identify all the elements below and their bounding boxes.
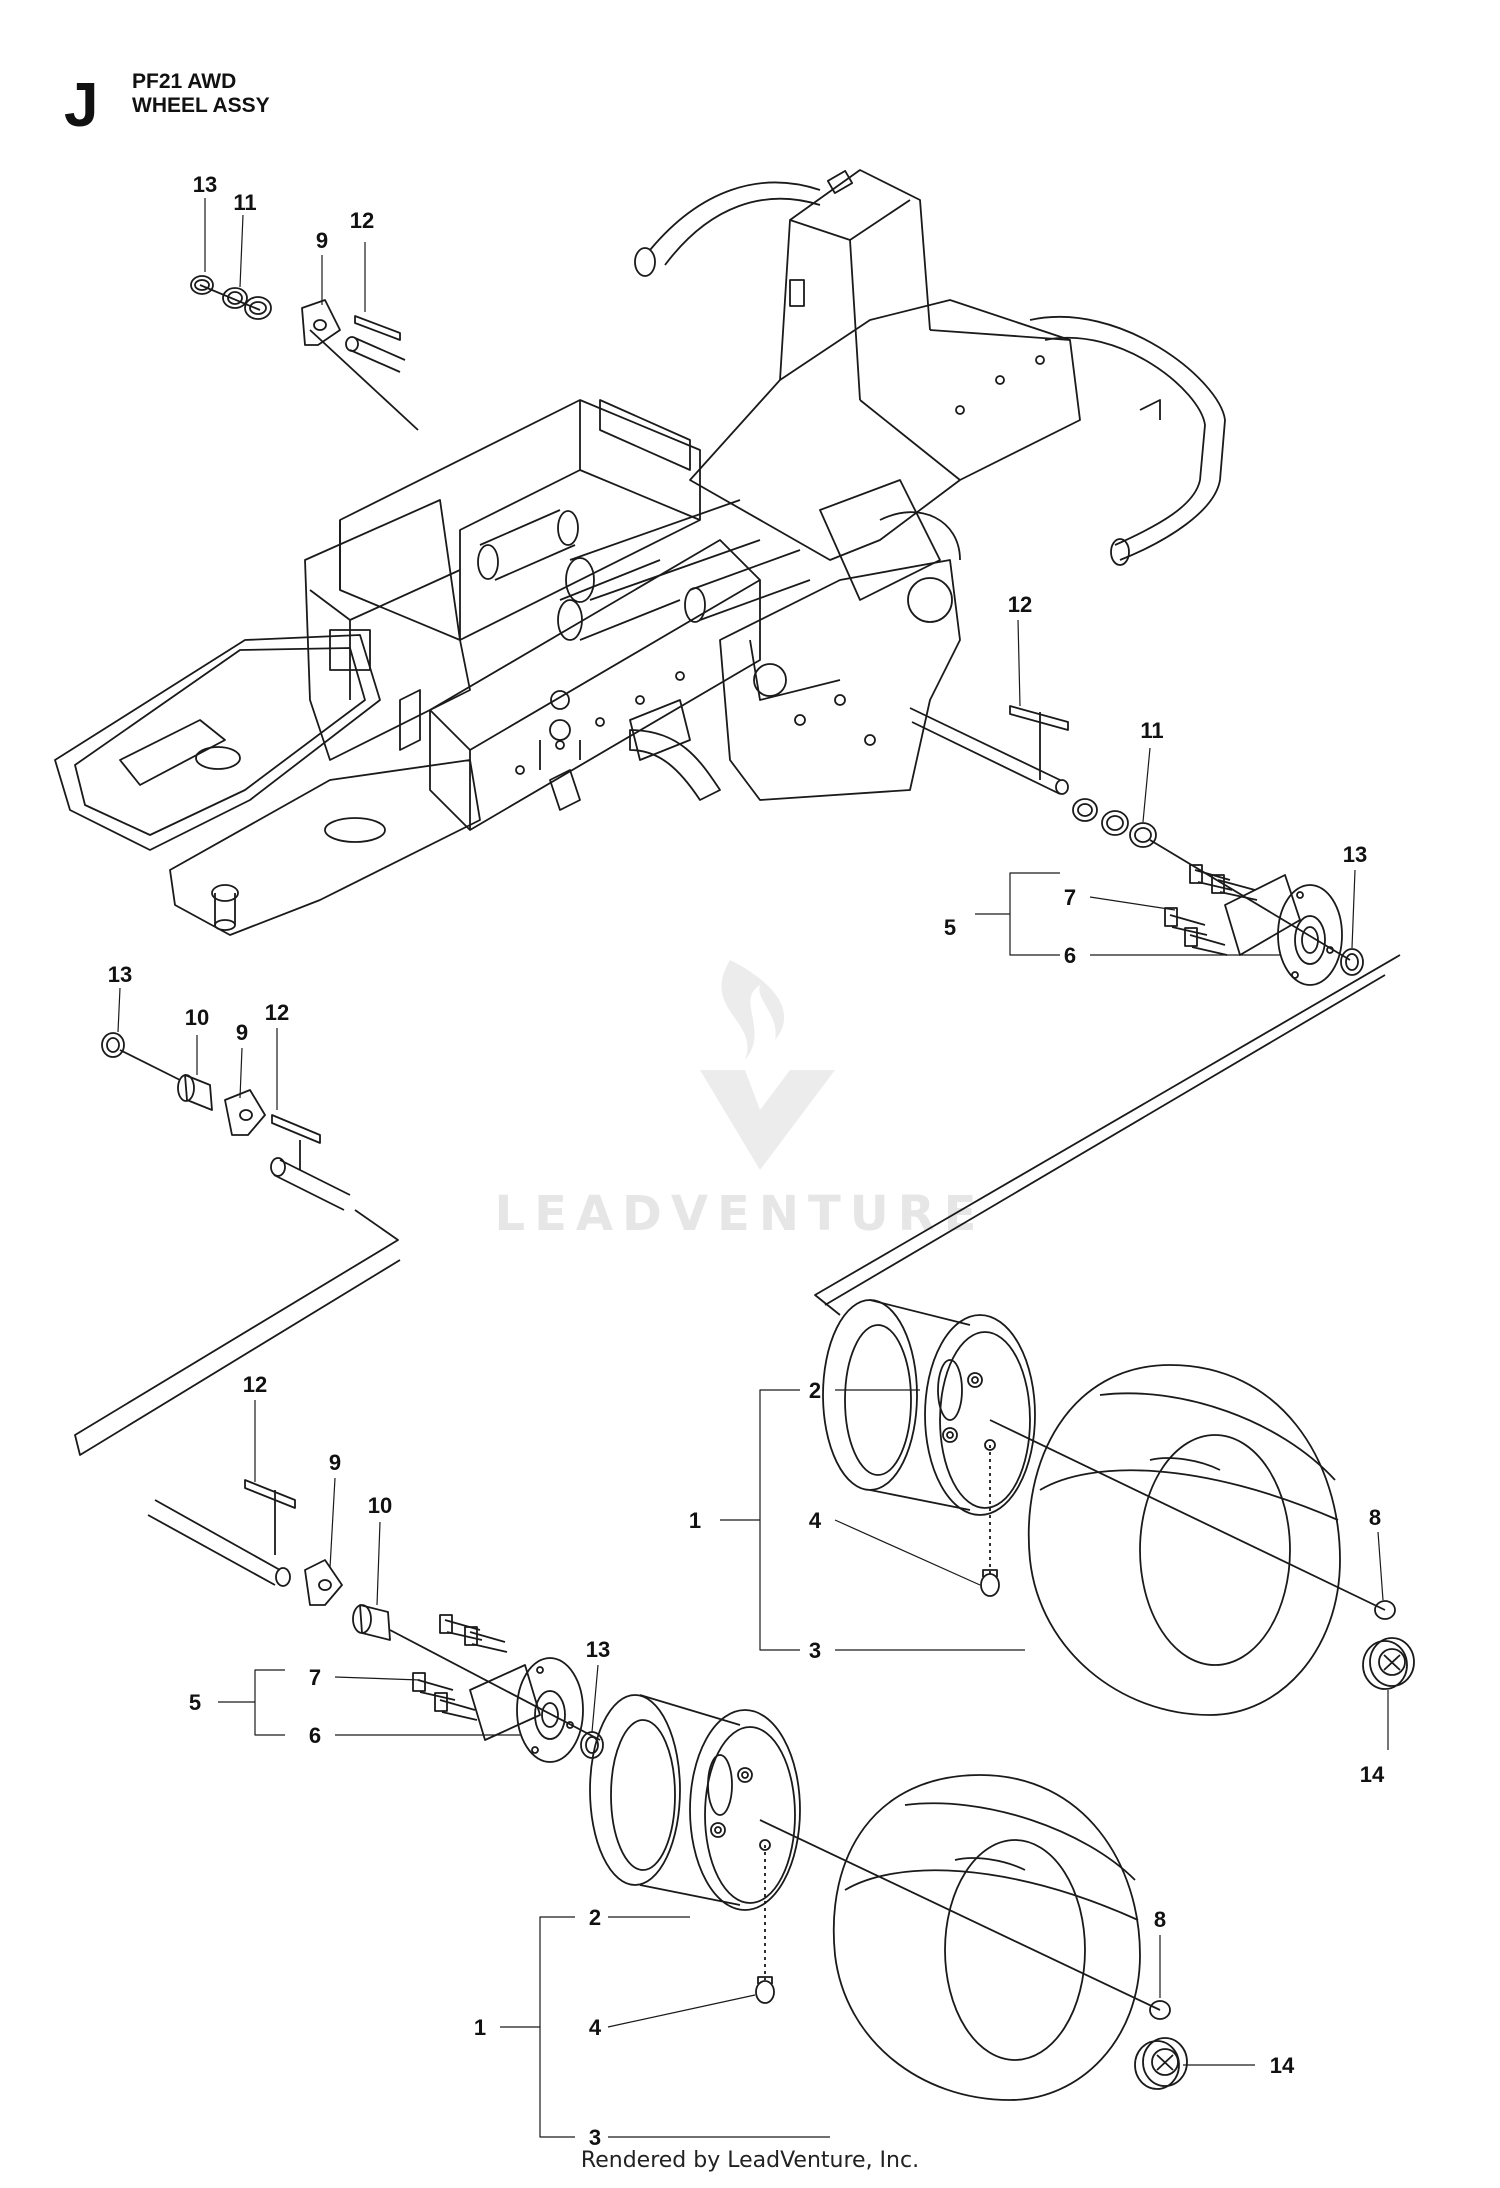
watermark-text: LEADVENTURE [495,1186,986,1242]
diagram-title: WHEEL ASSY [132,94,270,117]
right-axle-hardware [814,705,1401,1316]
lower-tire-3 [832,1774,1141,2101]
model-name: PF21 AWD [132,70,237,93]
mower-frame [54,169,1226,936]
callout-1: 1 [689,1508,701,1533]
lower-wheel-hub-6 [469,1657,584,1763]
retaining-ring-13 [190,275,214,295]
lower-valve-stem-4 [755,1976,775,2004]
callout-13: 13 [193,172,217,197]
axle-shaft [349,337,406,373]
callout-6: 6 [309,1723,321,1748]
callout-4: 4 [809,1508,822,1533]
right-axle-shaft [909,707,1061,795]
bracket-9 [301,299,341,346]
washer-11 [222,287,248,309]
callout-8: 8 [1369,1505,1381,1530]
upper-hub-cap-14 [1362,1637,1415,1690]
upper-lug-nut-8 [1374,1600,1396,1620]
left-axle-hardware [74,1032,401,1456]
lower-bracket-9 [304,1559,343,1606]
key-12 [354,315,401,341]
lower-axle-shaft [147,1499,281,1586]
callout-12: 12 [350,208,374,233]
drawing-lines [54,169,1415,2138]
callout-12: 12 [1008,592,1032,617]
callout-9: 9 [329,1450,341,1475]
callout-7: 7 [309,1665,321,1690]
lower-spacer-10 [359,1604,391,1641]
callout-labels: 13 11 9 12 12 11 13 7 5 6 13 10 9 12 2 1… [108,172,1385,2150]
callout-12: 12 [243,1372,267,1397]
callout-6: 6 [1064,943,1076,968]
callout-8: 8 [1154,1907,1166,1932]
callout-7: 7 [1064,885,1076,910]
callout-13: 13 [108,962,132,987]
right-hub-bolts-7 [1164,864,1258,956]
upper-left-axle-hardware [190,275,419,431]
callout-5: 5 [189,1690,201,1715]
callout-3: 3 [589,2125,601,2150]
left-axle-shaft [273,1159,351,1211]
lower-rim-2 [589,1694,801,1911]
right-key-12 [1009,705,1069,731]
lower-lug-nut-8 [1149,2000,1171,2020]
callout-14: 14 [1360,1762,1385,1787]
callout-9: 9 [316,228,328,253]
callout-10: 10 [185,1005,209,1030]
left-spacer-10 [184,1074,213,1111]
leadventure-watermark: LEADVENTURE [495,960,986,1242]
lower-hub-bolts-7 [412,1614,508,1721]
callout-13: 13 [1343,842,1367,867]
callout-2: 2 [589,1905,601,1930]
lower-key-12 [244,1479,296,1509]
callout-leaders [117,198,1389,2138]
callout-3: 3 [809,1638,821,1663]
footer-credit: Rendered by LeadVenture, Inc. [580,2148,920,2173]
lower-left-axle-hardware [147,1479,604,1763]
callout-11: 11 [233,190,256,215]
right-retaining-ring-13 [1340,948,1364,976]
callout-9: 9 [236,1020,248,1045]
section-letter: J [64,71,99,140]
callout-12: 12 [265,1000,289,1025]
callout-5: 5 [944,915,956,940]
left-bracket-9 [224,1089,266,1136]
callout-1: 1 [474,2015,486,2040]
upper-rim-2 [822,1299,1036,1516]
callout-13: 13 [586,1637,610,1662]
lower-hub-cap-14 [1134,2037,1188,2090]
callout-10: 10 [368,1493,392,1518]
upper-valve-stem-4 [980,1569,1000,1597]
upper-wheel-assembly [822,1299,1415,1716]
callout-4: 4 [589,2015,602,2040]
callout-11: 11 [1140,718,1163,743]
callout-2: 2 [809,1378,821,1403]
right-wheel-hub-6 [1224,874,1343,986]
left-retaining-ring-13 [101,1032,125,1058]
upper-tire-3 [1027,1364,1341,1716]
lower-wheel-assembly [589,1694,1188,2101]
left-key-12 [271,1114,321,1144]
callout-14: 14 [1270,2053,1295,2078]
